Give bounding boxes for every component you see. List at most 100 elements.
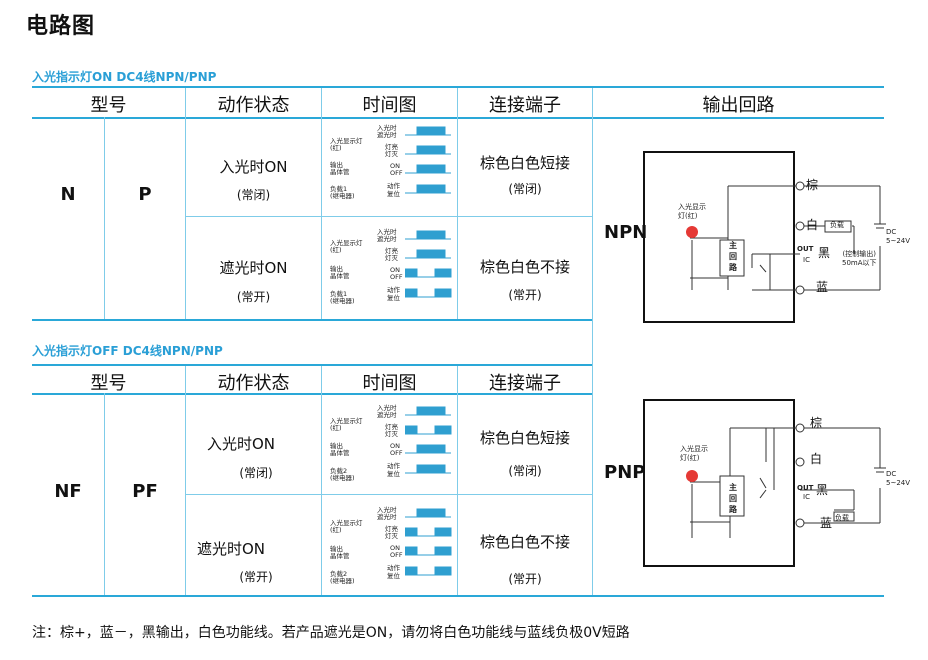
section-title-off: 入光指示灯OFF DC4线NPN/PNP [32, 344, 223, 358]
pnp-lamp-label: 入光显示 灯(红) [680, 445, 708, 462]
terminal-text: 棕色白色不接 [479, 533, 570, 551]
timing-label-lamp-on: 灯亮 [385, 423, 398, 431]
col-divider [185, 88, 186, 319]
terminal-text: 棕色白色短接 [479, 429, 570, 447]
header-action: 动作状态 [217, 373, 290, 394]
header-action: 动作状态 [217, 95, 290, 116]
timing-label-lamp-on: 灯亮 [385, 143, 398, 151]
timing-label-output: 输出 晶体管 [330, 161, 350, 176]
timing-label-load: 负载1 (继电器) [330, 185, 355, 200]
col-divider [185, 366, 186, 595]
table-top-border [32, 86, 884, 88]
action-state: 遮光时ON [196, 540, 266, 558]
terminal-sub: (常闭) [508, 182, 542, 196]
timing-label-on: ON [390, 162, 400, 170]
header-model: 型号 [90, 373, 127, 394]
timing-label-lamp-off: 灯灭 [385, 430, 398, 438]
action-state: 遮光时ON [219, 259, 288, 277]
model-pnp: P [138, 184, 152, 205]
col-divider [104, 393, 105, 595]
pnp-black-label: 黑 [816, 483, 829, 497]
col-divider [457, 366, 458, 595]
header-timing: 时间图 [362, 95, 417, 116]
pnp-dc-label: DC 5~24V [886, 470, 911, 487]
circuit-label-pnp: PNP [604, 462, 646, 483]
timing-label-load: 负载2 (继电器) [330, 467, 355, 482]
header-terminal: 连接端子 [489, 373, 561, 394]
action-state: 入光时ON [219, 158, 288, 176]
pnp-main-circuit: 主 回 路 [729, 483, 737, 514]
npn-circuit-diagram [643, 151, 886, 323]
timing-waveforms [405, 230, 452, 298]
pnp-brown-label: 棕 [810, 416, 823, 430]
circuit-label-npn: NPN [604, 222, 648, 243]
timing-label-lamp-off: 灯灭 [385, 150, 398, 158]
col-divider [104, 117, 105, 319]
npn-control-label: (控制输出) 50mA以下 [842, 250, 877, 267]
footer-note: 注：棕+，蓝－，黑输出，白色功能线。若产品遮光是ON，请勿将白色功能线与蓝线负极… [32, 625, 630, 641]
section-title-on: 入光指示灯ON DC4线NPN/PNP [32, 70, 217, 84]
npn-brown-label: 棕 [806, 178, 819, 192]
npn-main-circuit: 主 回 路 [729, 241, 737, 272]
timing-label-light-block: 遮光时 [377, 235, 397, 243]
timing-label-off: OFF [390, 273, 403, 281]
npn-lamp-label: 入光显示 灯(红) [678, 203, 706, 220]
terminal-sub: (常闭) [508, 464, 542, 478]
timing-label-act: 动作 [387, 182, 400, 190]
col-divider [321, 366, 322, 595]
timing-label-on: ON [390, 442, 400, 450]
npn-black-label: 黑 [818, 246, 831, 260]
timing-label-light-in: 入光时 [377, 124, 397, 132]
timing-label-output: 输出 晶体管 [330, 265, 350, 280]
timing-label-act: 动作 [387, 286, 400, 294]
model-pf: PF [132, 481, 158, 502]
col-divider [321, 88, 322, 319]
timing-label-indicator: 入光显示灯 (红) [330, 137, 363, 152]
timing-label-output: 输出 晶体管 [330, 545, 350, 560]
model-npn: N [60, 184, 76, 205]
timing-label-light-block: 遮光时 [377, 411, 397, 419]
timing-label-reset: 复位 [387, 572, 400, 580]
timing-label-lamp-off: 灯灭 [385, 532, 398, 540]
header-output: 输出回路 [702, 95, 775, 116]
action-sub: (常闭) [239, 466, 273, 480]
timing-label-load: 负载2 (继电器) [330, 570, 355, 585]
timing-label-output: 输出 晶体管 [330, 442, 350, 457]
npn-white-label: 白 [806, 218, 819, 232]
timing-label-off: OFF [390, 449, 403, 457]
terminal-sub: (常开) [508, 288, 542, 302]
pnp-load-label: 负载 [835, 514, 849, 522]
model-nf: NF [54, 481, 82, 502]
timing-label-reset: 复位 [387, 190, 400, 198]
action-sub: (常开) [239, 570, 273, 584]
timing-label-lamp-on: 灯亮 [385, 247, 398, 255]
timing-label-indicator: 入光显示灯 (红) [330, 519, 363, 534]
terminal-sub: (常开) [508, 572, 542, 586]
timing-label-load: 负载1 (继电器) [330, 290, 355, 305]
timing-label-on: ON [390, 544, 400, 552]
row-divider [185, 494, 592, 495]
timing-label-lamp-off: 灯灭 [385, 254, 398, 262]
timing-label-act: 动作 [387, 462, 400, 470]
timing-waveforms [405, 126, 451, 194]
timing-label-indicator: 入光显示灯 (红) [330, 417, 363, 432]
terminal-text: 棕色白色不接 [479, 258, 570, 276]
col-divider [457, 88, 458, 319]
timing-label-light-block: 遮光时 [377, 513, 397, 521]
header-terminal: 连接端子 [489, 95, 561, 116]
timing-label-indicator: 入光显示灯 (红) [330, 239, 363, 254]
npn-dc-label: DC 5~24V [886, 228, 911, 245]
timing-label-off: OFF [390, 551, 403, 559]
pnp-white-label: 白 [810, 452, 823, 466]
pnp-blue-label: 蓝 [820, 516, 833, 530]
timing-waveforms [405, 406, 452, 474]
row-divider [185, 216, 592, 217]
table-header-border [32, 117, 884, 119]
pnp-ic-label: IC [803, 493, 810, 501]
action-state: 入光时ON [206, 435, 276, 453]
table-bottom-border [32, 595, 884, 597]
col-divider [592, 88, 593, 595]
action-sub: (常闭) [236, 188, 271, 202]
npn-ic-label: IC [803, 256, 810, 264]
section-off-header-border [32, 393, 592, 395]
